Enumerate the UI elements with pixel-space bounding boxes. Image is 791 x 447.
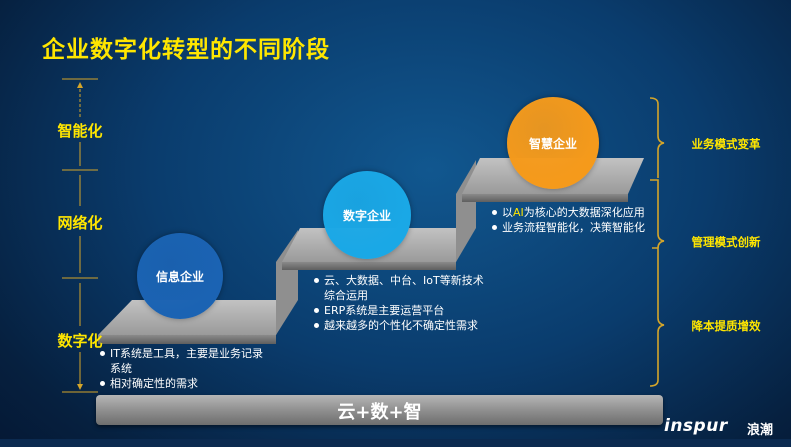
label-cost-quality-efficiency: 降本提质增效 (691, 319, 761, 333)
circle-label: 数字企业 (342, 208, 391, 223)
bullet-highlight-ai: AI (513, 206, 524, 219)
base-platform: 云+数+智 (96, 395, 663, 425)
list-item: 越来越多的个性化不确定性需求 (312, 318, 487, 333)
bullet-text-pre: 以 (502, 206, 513, 219)
brand-name: 浪潮 (747, 423, 774, 438)
circle-label: 智慧企业 (528, 136, 577, 151)
bullets-information-enterprise: IT系统是工具，主要是业务记录系统 相对确定性的需求 (98, 346, 273, 391)
page-title: 企业数字化转型的不同阶段 (42, 37, 330, 63)
bullets-smart-enterprise: 以AI为核心的大数据深化应用 业务流程智能化，决策智能化 (490, 205, 655, 235)
stage-axis (62, 78, 98, 393)
list-item: IT系统是工具，主要是业务记录系统 (98, 346, 273, 376)
list-item: 相对确定性的需求 (98, 376, 273, 391)
bullets-digital-enterprise: 云、大数据、中台、IoT等新技术综合运用 ERP系统是主要运营平台 越来越多的个… (312, 273, 487, 333)
brand-logo: inspur (664, 416, 728, 436)
stage-label-intelligent: 智能化 (57, 122, 103, 140)
list-item: 业务流程智能化，决策智能化 (490, 220, 655, 235)
base-label: 云+数+智 (337, 402, 422, 423)
list-item: 以AI为核心的大数据深化应用 (490, 205, 655, 220)
stage-label-digitized: 数字化 (57, 332, 103, 350)
bullet-text-post: 为核心的大数据深化应用 (523, 206, 645, 219)
label-management-innovation: 管理模式创新 (691, 235, 761, 249)
footer-bar (0, 439, 791, 447)
circle-information-enterprise: 信息企业 (137, 233, 223, 319)
list-item: ERP系统是主要运营平台 (312, 303, 487, 318)
circle-label: 信息企业 (155, 269, 204, 284)
label-business-model-change: 业务模式变革 (691, 137, 761, 151)
list-item: 云、大数据、中台、IoT等新技术综合运用 (312, 273, 487, 303)
circle-smart-enterprise: 智慧企业 (507, 97, 599, 189)
right-brackets (649, 97, 665, 387)
circle-digital-enterprise: 数字企业 (323, 171, 411, 259)
stage-label-networked: 网络化 (57, 214, 103, 232)
